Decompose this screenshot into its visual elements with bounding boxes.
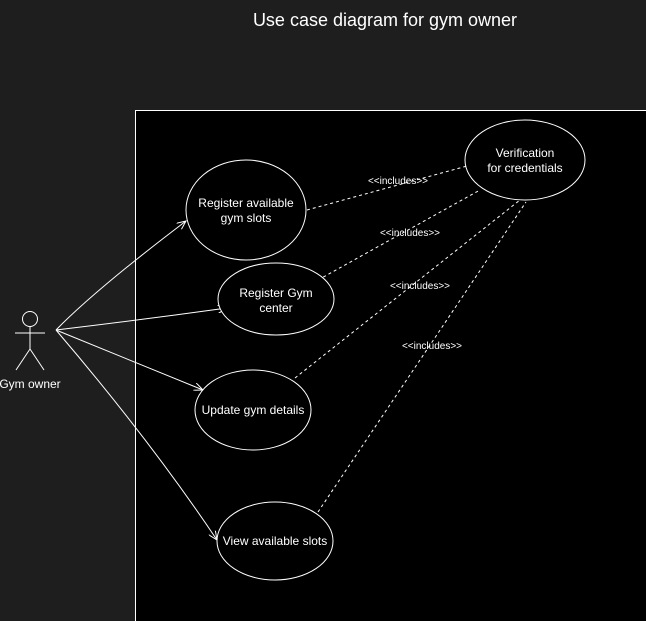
use-case-update-details-label: Update gym details <box>202 403 305 417</box>
use-case-view-slots <box>216 501 334 581</box>
include-line-register-center <box>317 189 481 281</box>
association-register-slots <box>55 221 186 331</box>
actor-right-leg <box>29 348 45 371</box>
use-case-register-center <box>217 262 335 336</box>
include-line-register-slots <box>306 165 468 211</box>
include-label-update-details: <<includes>> <box>390 281 450 292</box>
association-update-details <box>55 329 203 390</box>
diagram-title: Use case diagram for gym owner <box>252 10 518 30</box>
use-case-update-details <box>194 369 312 451</box>
association-register-center <box>55 308 227 331</box>
use-case-view-slots-label: View available slots <box>223 534 328 548</box>
include-label-view-slots: <<includes>> <box>402 341 462 352</box>
include-label-register-slots: <<includes>> <box>368 176 428 187</box>
association-view-slots <box>55 329 217 540</box>
use-case-verification-label-1: Verification <box>496 146 555 160</box>
use-case-verification-label-2: for credentials <box>487 161 562 175</box>
include-line-view-slots <box>317 201 527 513</box>
actor-gym-owner <box>15 311 45 371</box>
actor-left-leg <box>15 348 31 371</box>
use-case-register-slots-label-1: Register available <box>198 196 294 210</box>
use-case-verification <box>464 119 586 201</box>
use-case-register-center-label-1: Register Gym <box>239 286 312 300</box>
include-label-register-center: <<includes>> <box>380 228 440 239</box>
use-case-register-slots-label-2: gym slots <box>221 211 272 225</box>
use-case-register-center-label-2: center <box>259 301 292 315</box>
actor-head <box>22 311 38 327</box>
use-case-register-slots <box>185 159 307 261</box>
actor-label: Gym owner <box>0 377 61 391</box>
